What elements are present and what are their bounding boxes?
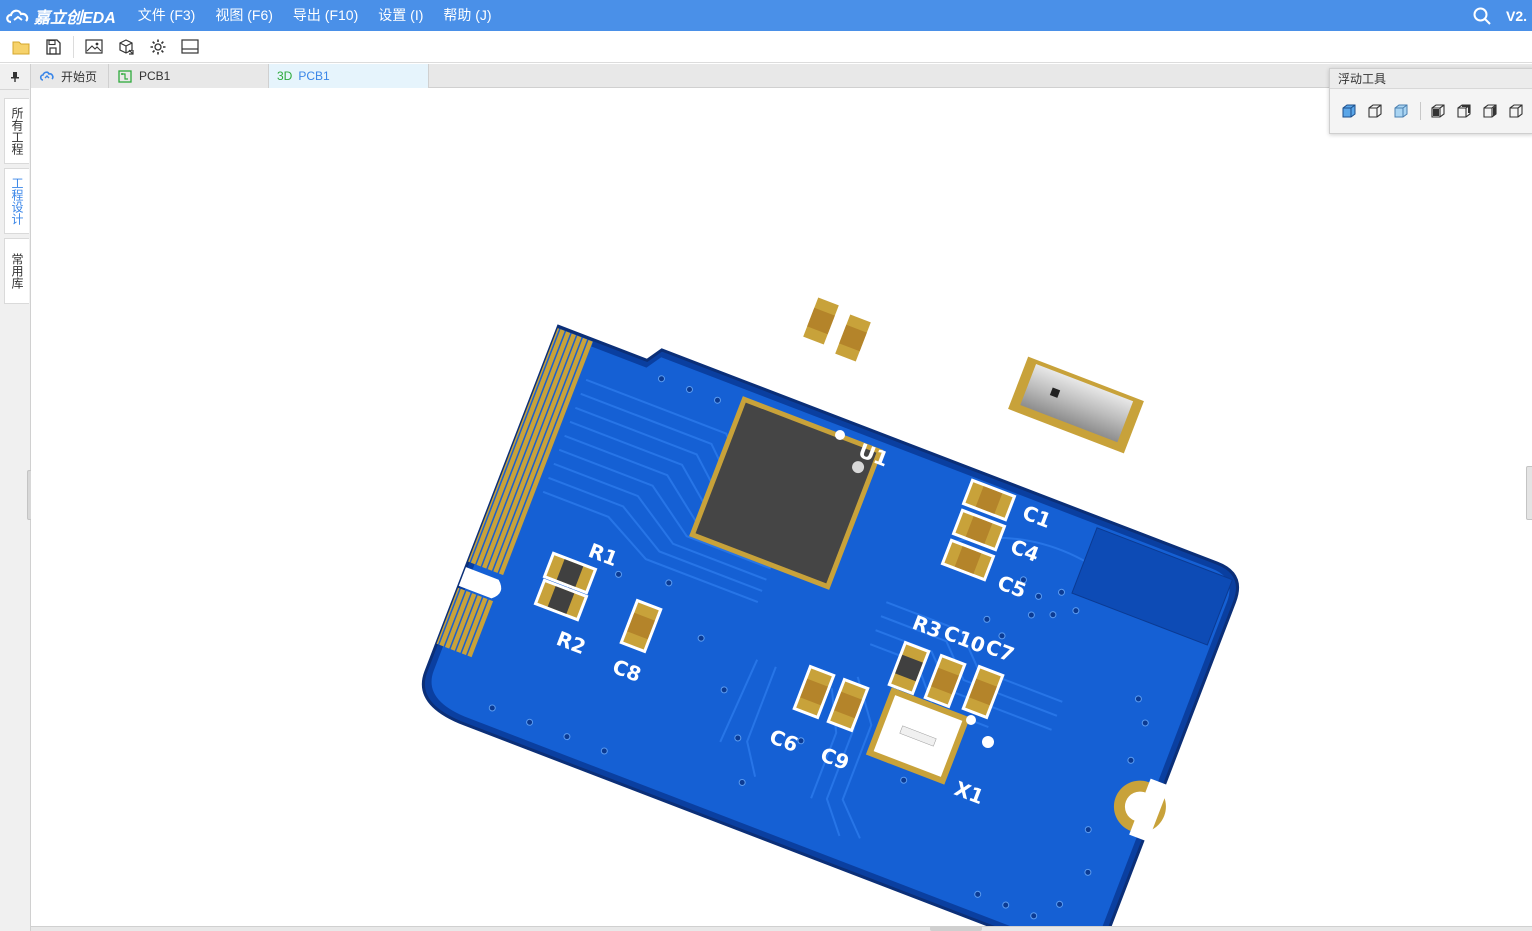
tab-start-page[interactable]: 开始页: [31, 64, 109, 88]
view-wireframe-icon[interactable]: [1366, 101, 1384, 121]
export-image-icon[interactable]: [84, 37, 104, 57]
menu-help[interactable]: 帮助 (J): [443, 7, 492, 23]
side-tab-common-library[interactable]: 常用库: [4, 238, 29, 304]
floating-tool-panel[interactable]: 浮动工具: [1329, 68, 1532, 134]
x1-crystal: [865, 687, 971, 785]
logo-text: 嘉立创EDA: [34, 9, 116, 27]
view-right-icon[interactable]: [1507, 101, 1525, 121]
passives: [533, 293, 1017, 748]
floating-tool-title: 浮动工具: [1330, 69, 1532, 89]
side-tab-project-design[interactable]: 工程设计: [4, 168, 29, 234]
toolbar-divider: [73, 35, 74, 58]
view-solid-icon[interactable]: [1340, 101, 1358, 121]
pcb-3d-render: J1 C3 C2 L1 U1 C1 C4 C5 R1 R2 C8 R3 C10 …: [421, 253, 1240, 926]
menu-export[interactable]: 导出 (F10): [292, 7, 359, 23]
label-c2: C2: [877, 316, 912, 349]
side-tab-all-projects[interactable]: 所有工程: [4, 98, 29, 164]
tab-pcb1[interactable]: PCB1: [109, 64, 269, 88]
version-label: V2.: [1506, 7, 1528, 24]
cloud-icon: [39, 69, 55, 83]
toolbar: [0, 31, 1532, 63]
3d-export-icon[interactable]: [116, 37, 136, 57]
tab-pcb1-label: PCB1: [139, 69, 171, 83]
open-folder-icon[interactable]: [11, 37, 31, 57]
menu-bar: 嘉立创EDA 文件 (F3) 视图 (F6) 导出 (F10) 设置 (I) 帮…: [0, 0, 1532, 31]
pcb-icon: [117, 69, 133, 83]
tab-3d-pcb1-label: PCB1: [298, 69, 330, 83]
view-left-icon[interactable]: [1481, 101, 1499, 121]
save-icon[interactable]: [43, 37, 63, 57]
3d-viewport[interactable]: J1 C3 C2 L1 U1 C1 C4 C5 R1 R2 C8 R3 C10 …: [31, 88, 1532, 926]
view-front-icon[interactable]: [1429, 101, 1447, 121]
left-panel: 所有工程 工程设计 常用库: [0, 64, 31, 931]
menu-settings[interactable]: 设置 (I): [378, 7, 424, 23]
label-j1: J1: [617, 253, 647, 284]
tab-3d-prefix: 3D: [277, 69, 293, 83]
float-divider: [1420, 102, 1421, 120]
bottom-panel-handle[interactable]: [930, 926, 982, 931]
label-l1: L1: [959, 360, 993, 392]
settings-gear-icon[interactable]: [148, 37, 168, 57]
edge-connector-fingers: [468, 328, 594, 576]
l1-inductor: [1008, 356, 1144, 454]
bottom-panel-bar: [31, 926, 1532, 931]
right-panel-collapse-handle[interactable]: [1526, 466, 1532, 520]
tab-start-page-label: 开始页: [61, 69, 98, 84]
menu-view[interactable]: 视图 (F6): [215, 7, 273, 23]
cloud-logo-icon: [6, 9, 29, 23]
menu-file[interactable]: 文件 (F3): [137, 7, 196, 23]
view-back-icon[interactable]: [1455, 101, 1473, 121]
view-transparent-icon[interactable]: [1392, 101, 1410, 121]
panel-toggle-icon[interactable]: [180, 37, 200, 57]
app-logo: 嘉立创EDA: [0, 0, 116, 31]
pin-icon[interactable]: [0, 64, 29, 90]
search-icon[interactable]: [1472, 6, 1492, 26]
u1-chip: [689, 396, 883, 590]
tab-3d-pcb1[interactable]: 3D PCB1: [269, 64, 429, 88]
document-tab-bar: 开始页 PCB1 3D PCB1: [31, 64, 1532, 88]
